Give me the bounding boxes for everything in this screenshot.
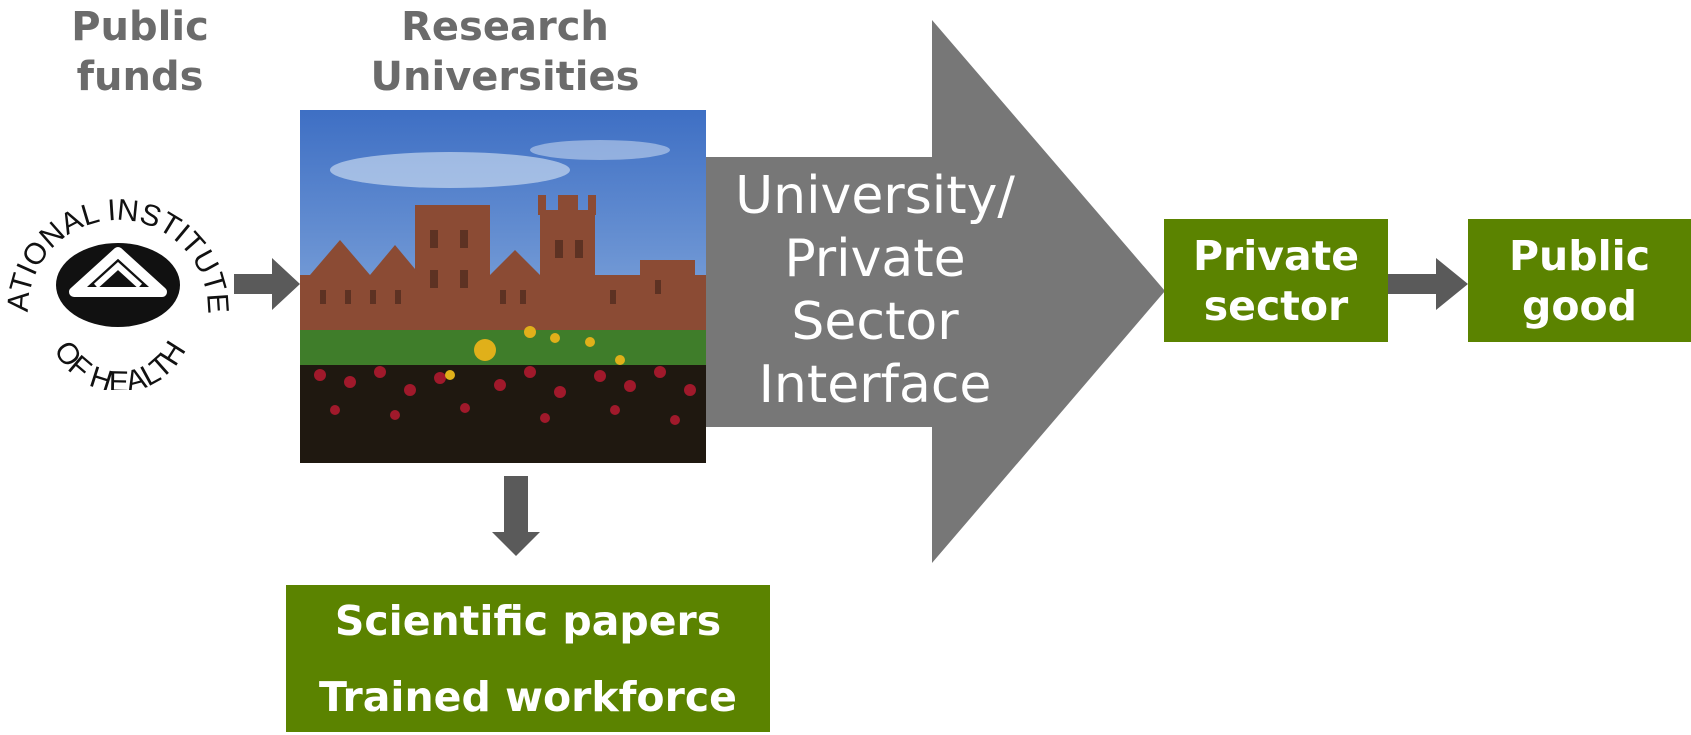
arrow-to-public-good: [1388, 258, 1468, 310]
private-sector-line: Private: [1192, 231, 1360, 280]
output-scientific-papers: Scientific papers: [334, 596, 722, 645]
interface-label: University/ Private Sector Interface: [700, 165, 1050, 417]
logo-bottom-text: OF HEALTH: [47, 335, 192, 390]
nih-emblem-icon: [56, 243, 180, 327]
heading-line: Universities: [370, 54, 640, 100]
output-trained-workforce: Trained workforce: [319, 672, 737, 721]
public-good-line: Public: [1509, 231, 1650, 280]
heading-line: Research: [401, 4, 609, 50]
private-sector-box: Private sector: [1164, 219, 1388, 342]
interface-arrow: [700, 20, 1165, 563]
public-good-line: good: [1521, 281, 1638, 330]
svg-text:OF HEALTH: OF HEALTH: [47, 335, 192, 390]
arrow-to-universities: [234, 258, 300, 310]
research-universities-heading: Research Universities: [330, 2, 680, 102]
outputs-box: Scientific papers Trained workforce: [286, 585, 770, 732]
public-good-box: Public good: [1468, 219, 1691, 342]
private-sector-line: sector: [1203, 281, 1349, 330]
arrow-to-outputs: [492, 476, 540, 556]
interface-line: University/: [735, 166, 1015, 226]
interface-line: Interface: [758, 355, 992, 415]
public-funds-heading: Public funds: [40, 2, 240, 102]
interface-line: Private: [784, 229, 966, 289]
nih-logo: NATIONAL INSTITUTES OF HEALTH: [0, 170, 230, 390]
university-building-photo: [300, 110, 706, 463]
heading-line: Public: [71, 4, 209, 50]
interface-line: Sector: [791, 292, 959, 352]
heading-line: funds: [76, 54, 204, 100]
